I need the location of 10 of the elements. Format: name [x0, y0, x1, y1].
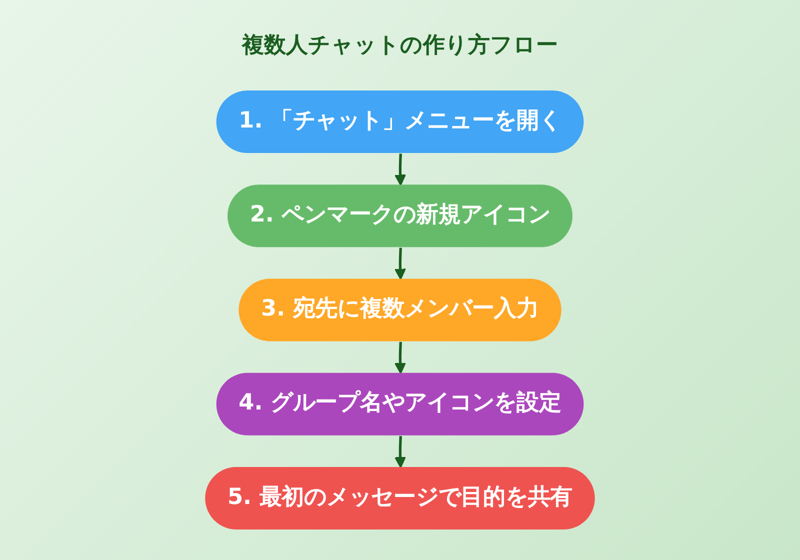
arrow: [394, 248, 406, 280]
node-box: 3. 宛先に複数メンバー入力: [238, 278, 562, 342]
node-box: 1. 「チャット」メニューを開く: [216, 90, 584, 154]
arrow: [394, 342, 406, 374]
diagram-title: 複数人チャットの作り方フロー: [240, 32, 559, 60]
node-box: 4. グループ名やアイコンを設定: [216, 372, 584, 436]
node-box: 2. ペンマークの新規アイコン: [228, 184, 572, 248]
node-box: 5. 最初のメッセージで目的を共有: [205, 466, 595, 530]
arrow: [394, 154, 406, 186]
arrow: [394, 436, 406, 468]
